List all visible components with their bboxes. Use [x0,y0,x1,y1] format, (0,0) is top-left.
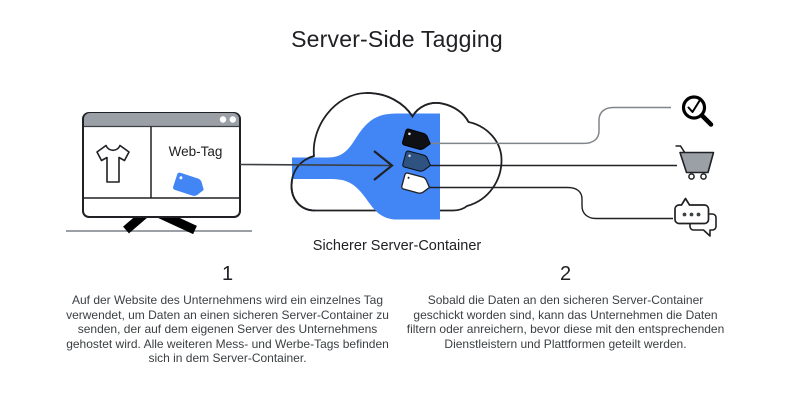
cloud-illustration [239,92,503,220]
destination-icons [674,95,717,237]
tag-navy-icon [402,150,432,172]
monitor-illustration [66,112,252,235]
monitor-to-cloud-connector [239,163,391,167]
search-check-icon [681,95,714,127]
step-1: 1 Auf der Website des Unternehmens wird … [65,263,390,366]
shopping-cart-icon [675,145,715,180]
window-control-icon [219,116,227,123]
web-tag-icon [173,172,204,196]
connector-top [430,106,671,145]
tag-outline-icon [401,172,431,194]
connectors [429,106,677,220]
step-2: 2 Sobald die Daten an den sicheren Serve… [403,263,728,351]
window-control-icon [229,116,236,123]
tag-black-icon [401,128,431,150]
tshirt-icon [96,144,130,183]
browser-topbar [84,113,239,126]
connector-bottom [429,186,673,220]
web-tag-label: Web-Tag [168,144,223,159]
server-tags [401,128,432,194]
step-1-text: Auf der Website des Unternehmens wird ei… [66,293,389,366]
chat-bubbles-icon [674,197,717,237]
step-1-number: 1 [221,263,234,285]
step-2-text: Sobald die Daten an den sicheren Server-… [406,293,725,351]
step-2-number: 2 [559,263,572,285]
cloud-outline-overlay [365,92,470,123]
cloud-outline-overlay-left [290,155,316,212]
cloud-label: Sicherer Server-Container [312,238,482,254]
page-title: Server-Side Tagging [291,26,503,52]
arrow-right-icon [373,150,394,181]
